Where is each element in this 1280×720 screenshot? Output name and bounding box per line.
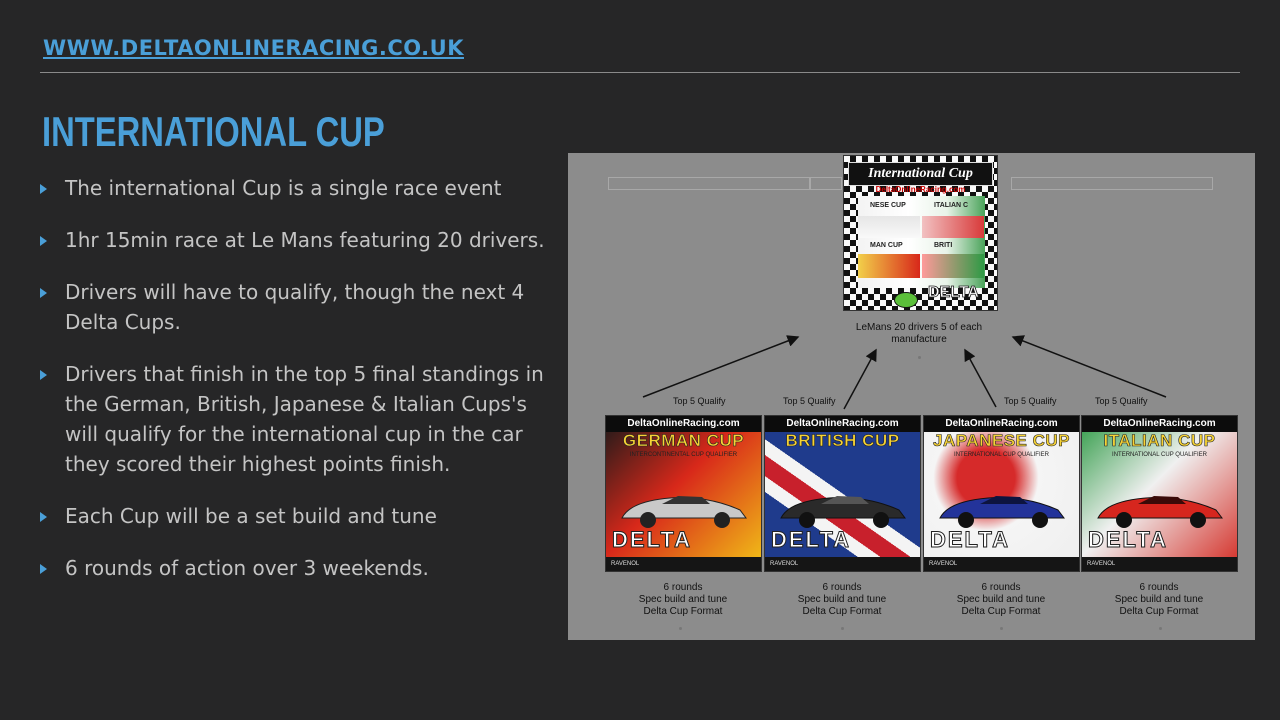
- qualify-label: Top 5 Qualify: [1095, 396, 1148, 406]
- connector-dot: [1159, 627, 1162, 630]
- qualify-label: Top 5 Qualify: [783, 396, 836, 406]
- poster-title: ITALIAN CUP: [1103, 431, 1216, 451]
- poster-sponsor: RAVENOL: [765, 557, 920, 571]
- poster-subtitle: INTERNATIONAL CUP QUALIFIER: [1112, 452, 1207, 458]
- qualify-label: Top 5 Qualify: [673, 396, 726, 406]
- main-caption-line: LeMans 20 drivers 5 of each: [855, 322, 983, 333]
- collage-label: BRITI: [934, 242, 953, 249]
- arrow-japanese: [964, 348, 997, 408]
- qualification-diagram: International Cup DeltaOnlineRacing.com …: [568, 153, 1255, 640]
- intl-poster-url: DeltaOnlineRacing.com: [875, 185, 966, 194]
- collage-label: MAN CUP: [870, 242, 903, 249]
- caption-line: Spec build and tune: [638, 594, 728, 605]
- connector-dot: [841, 627, 844, 630]
- poster-subtitle: INTERCONTINENTAL CUP QUALIFIER: [629, 452, 738, 458]
- bullet-text: 1hr 15min race at Le Mans featuring 20 d…: [65, 228, 545, 252]
- collage-label: NESE CUP: [870, 202, 906, 209]
- cup-caption: 6 rounds Spec build and tune Delta Cup F…: [603, 582, 763, 618]
- poster-title: GERMAN CUP: [622, 431, 745, 451]
- qualify-arrows: [642, 335, 1167, 410]
- poster-site: DeltaOnlineRacing.com: [606, 416, 761, 432]
- bullet-text: Each Cup will be a set build and tune: [65, 504, 437, 528]
- caption-line: Spec build and tune: [1114, 594, 1204, 605]
- bullet-item: 6 rounds of action over 3 weekends.: [40, 553, 550, 583]
- badge-icon: [894, 292, 918, 308]
- british-cup-poster: DeltaOnlineRacing.com BRITISH CUP DELTA …: [764, 415, 921, 572]
- bullet-text: Drivers will have to qualify, though the…: [65, 280, 525, 334]
- german-cup-poster: DeltaOnlineRacing.com GERMAN CUP INTERCO…: [605, 415, 762, 572]
- cup-caption: 6 rounds Spec build and tune Delta Cup F…: [1079, 582, 1239, 618]
- poster-sponsor: RAVENOL: [1082, 557, 1237, 571]
- placeholder-box: [810, 177, 842, 190]
- caption-line: 6 rounds: [663, 582, 703, 593]
- connector-dot: [918, 356, 921, 359]
- intl-poster-brand: DELTA: [928, 284, 980, 302]
- header-divider: [40, 72, 1240, 73]
- bullet-arrow-icon: [40, 370, 47, 380]
- bullet-item: 1hr 15min race at Le Mans featuring 20 d…: [40, 225, 550, 255]
- bullet-text: The international Cup is a single race e…: [65, 176, 502, 200]
- caption-line: Spec build and tune: [797, 594, 887, 605]
- collage-panel: [858, 254, 920, 278]
- placeholder-box: [1011, 177, 1213, 190]
- poster-brand: DELTA: [770, 527, 852, 553]
- placeholder-box: [608, 177, 810, 190]
- poster-brand: DELTA: [611, 527, 693, 553]
- collage-panel: [922, 216, 984, 238]
- caption-line: 6 rounds: [981, 582, 1021, 593]
- poster-subtitle: INTERNATIONAL CUP QUALIFIER: [954, 452, 1049, 458]
- bullet-item: Drivers that finish in the top 5 final s…: [40, 359, 550, 479]
- poster-site: DeltaOnlineRacing.com: [765, 416, 920, 432]
- caption-line: 6 rounds: [1139, 582, 1179, 593]
- caption-line: Delta Cup Format: [1119, 606, 1199, 617]
- cup-caption: 6 rounds Spec build and tune Delta Cup F…: [762, 582, 922, 618]
- collage-panel: [858, 216, 920, 238]
- caption-line: 6 rounds: [822, 582, 862, 593]
- caption-line: Delta Cup Format: [961, 606, 1041, 617]
- bullet-item: Each Cup will be a set build and tune: [40, 501, 550, 531]
- connector-dot: [679, 627, 682, 630]
- poster-sponsor: RAVENOL: [924, 557, 1079, 571]
- caption-line: Delta Cup Format: [802, 606, 882, 617]
- poster-title: JAPANESE CUP: [933, 431, 1070, 451]
- poster-brand: DELTA: [929, 527, 1011, 553]
- poster-brand: DELTA: [1087, 527, 1169, 553]
- collage-label: ITALIAN C: [934, 202, 969, 209]
- bullet-list: The international Cup is a single race e…: [40, 173, 550, 605]
- bullet-arrow-icon: [40, 236, 47, 246]
- japanese-cup-poster: DeltaOnlineRacing.com JAPANESE CUP INTER…: [923, 415, 1080, 572]
- italian-cup-poster: DeltaOnlineRacing.com ITALIAN CUP INTERN…: [1081, 415, 1238, 572]
- bullet-item: The international Cup is a single race e…: [40, 173, 550, 203]
- poster-site: DeltaOnlineRacing.com: [924, 416, 1079, 432]
- site-url-link[interactable]: WWW.DELTAONLINERACING.CO.UK: [43, 36, 464, 60]
- bullet-arrow-icon: [40, 288, 47, 298]
- race-car-image: [1097, 496, 1223, 528]
- race-car-image: [939, 496, 1065, 528]
- poster-sponsor: RAVENOL: [606, 557, 761, 571]
- main-caption-line: manufacture: [891, 334, 947, 345]
- arrow-italian: [1011, 335, 1167, 398]
- bullet-arrow-icon: [40, 564, 47, 574]
- caption-line: Delta Cup Format: [643, 606, 723, 617]
- bullet-text: 6 rounds of action over 3 weekends.: [65, 556, 429, 580]
- poster-title: BRITISH CUP: [785, 431, 900, 451]
- race-car-image: [780, 496, 906, 528]
- international-cup-poster: International Cup DeltaOnlineRacing.com …: [843, 155, 998, 311]
- poster-site: DeltaOnlineRacing.com: [1082, 416, 1237, 432]
- connector-dot: [1000, 627, 1003, 630]
- intl-poster-title: International Cup: [848, 162, 993, 186]
- cup-caption: 6 rounds Spec build and tune Delta Cup F…: [921, 582, 1081, 618]
- caption-line: Spec build and tune: [956, 594, 1046, 605]
- race-car-image: [621, 496, 747, 528]
- slide-title: INTERNATIONAL CUP: [42, 108, 385, 155]
- collage-panel: [922, 254, 984, 278]
- arrow-german: [642, 335, 800, 398]
- arrow-british: [843, 348, 877, 410]
- main-caption: LeMans 20 drivers 5 of each manufacture: [854, 322, 984, 346]
- bullet-item: Drivers will have to qualify, though the…: [40, 277, 550, 337]
- bullet-arrow-icon: [40, 512, 47, 522]
- bullet-text: Drivers that finish in the top 5 final s…: [65, 362, 544, 476]
- bullet-arrow-icon: [40, 184, 47, 194]
- qualify-label: Top 5 Qualify: [1004, 396, 1057, 406]
